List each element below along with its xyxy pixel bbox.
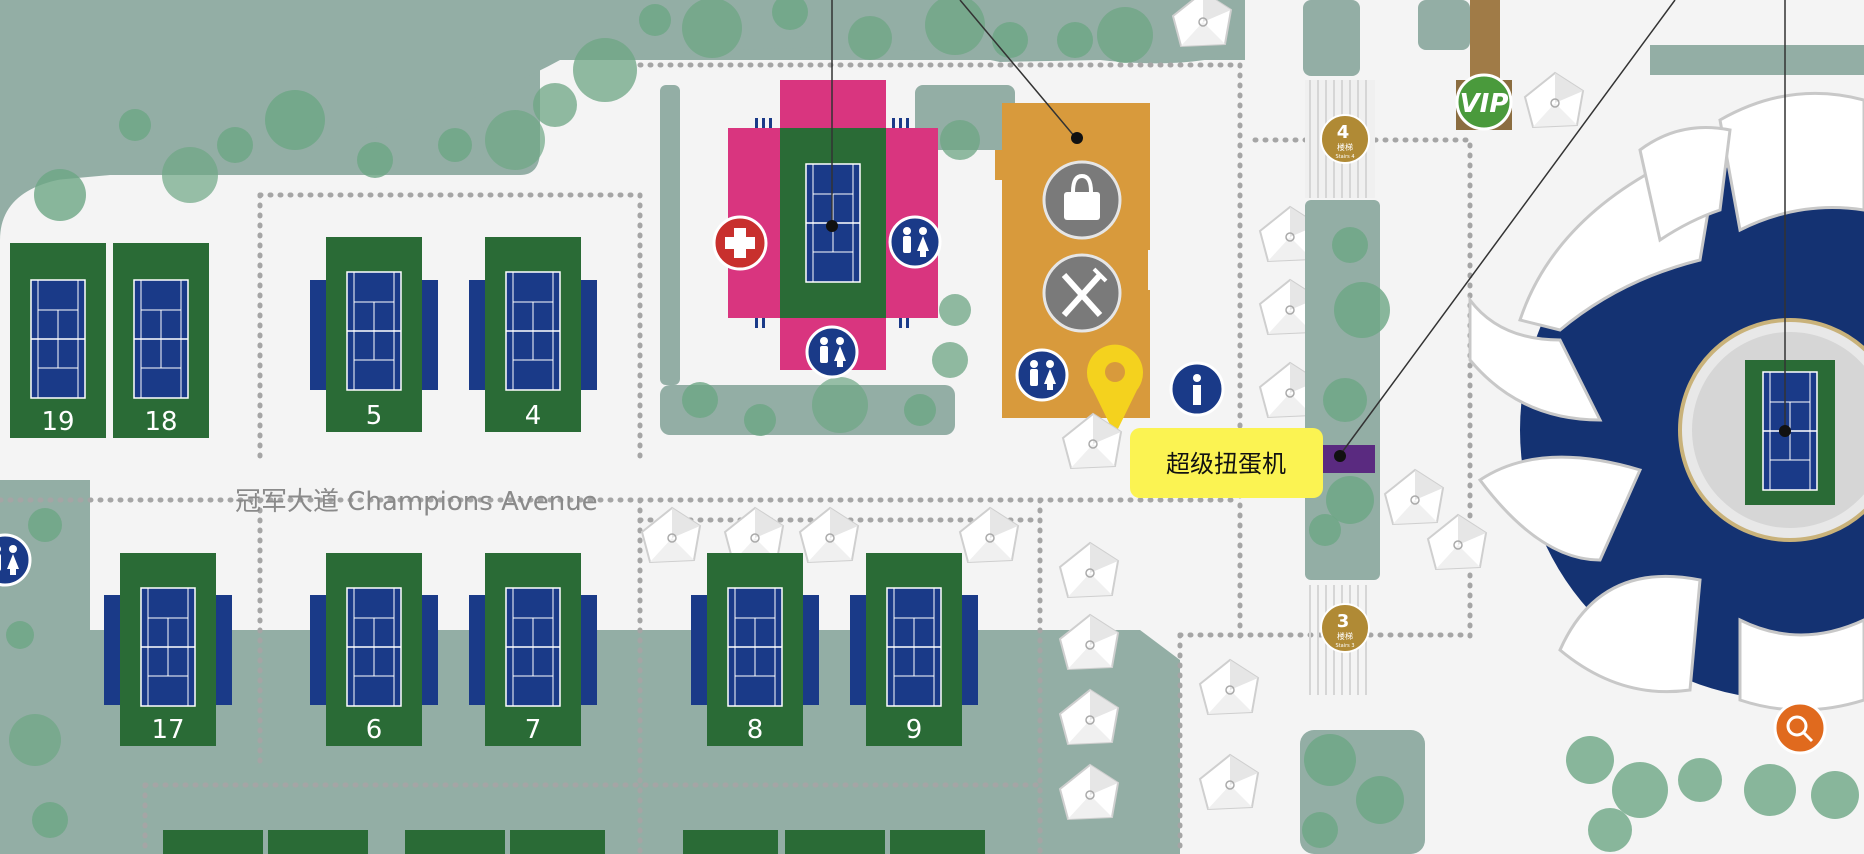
stairs-4-icon[interactable]: 4 楼梯 Stairs 4 <box>1320 114 1370 164</box>
shopping-bag-icon[interactable] <box>1042 160 1122 240</box>
callout-label: 超级扭蛋机 <box>1166 450 1286 478</box>
gacha-machine-callout[interactable]: 超级扭蛋机 <box>1130 428 1323 498</box>
stadium-compound <box>660 85 1015 436</box>
court-number: 9 <box>906 715 923 745</box>
court-number: 19 <box>41 407 74 437</box>
svg-text:4: 4 <box>1337 122 1350 143</box>
main-stadium[interactable] <box>1468 0 1864 712</box>
court-number-labels: 19 18 5 4 17 6 7 8 9 <box>41 401 922 745</box>
svg-text:楼梯: 楼梯 <box>1337 142 1353 152</box>
restroom-icon[interactable] <box>805 325 859 379</box>
stairs-3-icon[interactable]: 3 楼梯 Stairs 3 <box>1320 603 1370 653</box>
court-number: 6 <box>366 715 383 745</box>
information-icon[interactable] <box>1169 361 1225 417</box>
courts-south[interactable] <box>104 553 985 854</box>
courts-northwest[interactable] <box>10 237 597 438</box>
plaza-north <box>1310 0 1700 76</box>
tree-cluster-southeast <box>1566 736 1859 852</box>
avenue-label: 冠军大道 Champions Avenue <box>235 487 598 517</box>
court-number: 17 <box>151 715 184 745</box>
tree-cluster-west <box>0 508 82 854</box>
svg-text:3: 3 <box>1337 611 1350 632</box>
first-aid-icon[interactable] <box>712 215 768 271</box>
svg-text:楼梯: 楼梯 <box>1337 631 1353 641</box>
dining-icon[interactable] <box>1042 253 1122 333</box>
svg-text:Stairs 3: Stairs 3 <box>1335 643 1354 649</box>
lost-and-found-icon[interactable] <box>1773 701 1827 755</box>
court-number: 4 <box>525 401 542 431</box>
tree-cluster-north <box>34 0 1153 221</box>
east-lawn <box>1300 0 1470 854</box>
location-pin-icon[interactable] <box>1087 344 1143 435</box>
court-number: 8 <box>747 715 764 745</box>
vip-icon[interactable]: VIP <box>1455 0 1513 131</box>
court-number: 18 <box>144 407 177 437</box>
callout-anchor <box>1334 450 1346 462</box>
callout-leader-line <box>1339 0 1676 456</box>
svg-text:VIP: VIP <box>1460 89 1509 119</box>
lawn-strip-ne <box>1650 45 1864 75</box>
restroom-icon[interactable] <box>1015 348 1069 402</box>
restroom-icon[interactable] <box>888 215 942 269</box>
svg-text:Stairs 4: Stairs 4 <box>1335 154 1354 160</box>
court-number: 7 <box>525 715 542 745</box>
court-number: 5 <box>366 401 383 431</box>
